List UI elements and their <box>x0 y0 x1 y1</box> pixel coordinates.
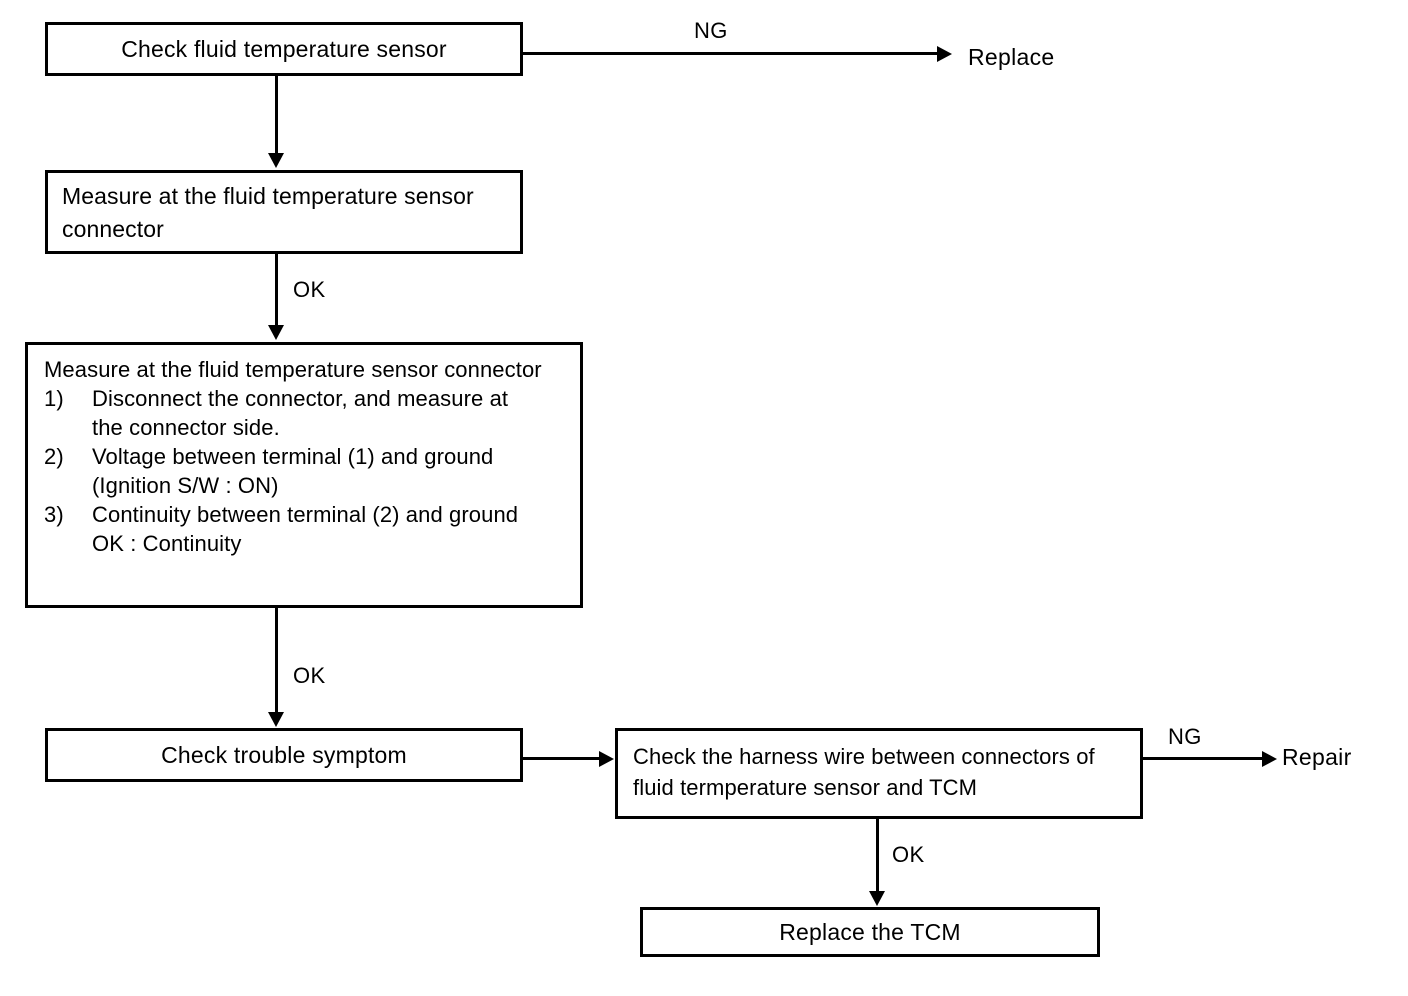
node-check-harness-wire[interactable]: Check the harness wire between connector… <box>615 728 1143 819</box>
detail-item-1-text: Disconnect the connector, and measure at… <box>92 386 509 440</box>
edge-check-harness-to-repair-arrowhead <box>1262 751 1277 767</box>
node-measure-detail-heading: Measure at the fluid temperature sensor … <box>44 357 542 382</box>
edge-label-ng-harness: NG <box>1168 724 1202 749</box>
edge-check-symptom-to-check-harness <box>523 757 600 760</box>
detail-item-2-marker: 2) <box>44 444 64 469</box>
edge-measure-connector-to-detail-arrowhead <box>268 325 284 340</box>
node-measure-at-connector[interactable]: Measure at the fluid temperature sensor … <box>45 170 523 254</box>
edge-check-sensor-to-measure-connector-arrowhead <box>268 153 284 168</box>
node-check-harness-wire-label: Check the harness wire between connector… <box>633 744 1095 800</box>
edge-measure-connector-to-detail <box>275 254 278 326</box>
terminal-repair: Repair <box>1282 744 1352 770</box>
node-measure-detail[interactable]: Measure at the fluid temperature sensor … <box>25 342 583 608</box>
node-measure-at-connector-label: Measure at the fluid temperature sensor … <box>62 183 474 242</box>
edge-label-ng-top: NG <box>694 18 728 43</box>
node-check-fluid-temperature-sensor[interactable]: Check fluid temperature sensor <box>45 22 523 76</box>
edge-label-ok-2: OK <box>293 663 326 688</box>
node-check-trouble-symptom[interactable]: Check trouble symptom <box>45 728 523 782</box>
detail-item-3-text: Continuity between terminal (2) and grou… <box>92 502 519 556</box>
node-check-fluid-temperature-sensor-label: Check fluid temperature sensor <box>121 35 447 62</box>
edge-check-harness-to-replace-tcm <box>876 819 879 892</box>
edge-detail-to-check-symptom-arrowhead <box>268 712 284 727</box>
edge-check-harness-to-repair <box>1143 757 1263 760</box>
node-measure-detail-body: Measure at the fluid temperature sensor … <box>28 345 580 558</box>
edge-check-sensor-to-replace-arrowhead <box>937 46 952 62</box>
node-replace-the-tcm-label: Replace the TCM <box>779 918 961 945</box>
detail-item-1: 1) Disconnect the connector, and measure… <box>44 384 570 442</box>
edge-label-ok-harness: OK <box>892 842 925 867</box>
detail-item-3-marker: 3) <box>44 502 64 527</box>
edge-detail-to-check-symptom <box>275 608 278 713</box>
detail-item-3: 3) Continuity between terminal (2) and g… <box>44 500 570 558</box>
edge-check-sensor-to-replace <box>523 52 937 55</box>
detail-item-2-text: Voltage between terminal (1) and ground … <box>92 444 494 498</box>
detail-item-1-marker: 1) <box>44 386 64 411</box>
edge-check-sensor-to-measure-connector <box>275 76 278 154</box>
terminal-replace: Replace <box>968 44 1055 70</box>
edge-label-ok-1: OK <box>293 277 326 302</box>
detail-item-2: 2) Voltage between terminal (1) and grou… <box>44 442 570 500</box>
edge-check-symptom-to-check-harness-arrowhead <box>599 751 614 767</box>
edge-check-harness-to-replace-tcm-arrowhead <box>869 891 885 906</box>
node-replace-the-tcm[interactable]: Replace the TCM <box>640 907 1100 957</box>
node-check-trouble-symptom-label: Check trouble symptom <box>161 741 407 768</box>
